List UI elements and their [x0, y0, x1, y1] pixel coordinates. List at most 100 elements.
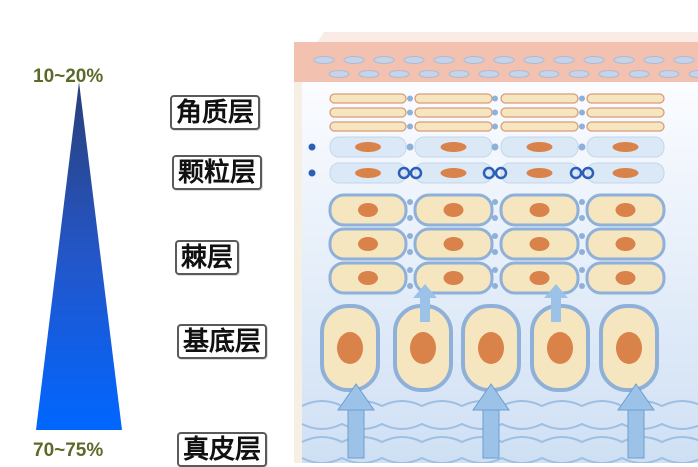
stratum-spinosum-layer	[328, 193, 666, 295]
basal-nucleus	[410, 332, 436, 364]
corneum-lamella	[500, 121, 579, 132]
granule-ring	[569, 166, 583, 180]
surface-dot	[553, 56, 575, 64]
surface-dot	[583, 56, 605, 64]
granular-nucleus	[612, 142, 639, 152]
nutrient-arrow-head	[617, 383, 655, 411]
corneum-lamella	[500, 107, 579, 118]
granular-nucleus	[355, 168, 381, 178]
surface-dot	[523, 56, 545, 64]
layer-label-stratum-basale: 基底层	[177, 324, 268, 359]
layer-label-stratum-corneum: 角质层	[170, 95, 261, 130]
surface-dot	[328, 70, 350, 78]
granule-ring	[409, 166, 423, 180]
percentage-bottom-label: 70~75%	[33, 440, 104, 461]
granular-nucleus	[612, 168, 639, 178]
spinous-nucleus	[615, 271, 636, 285]
layer-label-dermis: 真皮层	[177, 432, 268, 467]
intercellular-dot	[492, 267, 498, 273]
dermis-layer	[301, 383, 698, 463]
surface-dot	[568, 70, 590, 78]
spinous-nucleus	[529, 203, 550, 217]
intercellular-dot	[578, 143, 586, 151]
spinous-nucleus	[615, 203, 636, 217]
intercellular-dot	[407, 283, 413, 289]
surface-dots	[313, 56, 698, 78]
corneum-lamella	[414, 121, 493, 132]
intercellular-dot	[406, 143, 414, 151]
spinous-nucleus	[358, 203, 378, 217]
surface-dot	[508, 70, 530, 78]
intercellular-dot	[407, 109, 413, 116]
basal-nucleus	[478, 332, 504, 364]
corneum-lamella	[414, 107, 493, 118]
nutrient-arrow-head	[472, 383, 510, 411]
granular-nucleus	[526, 168, 553, 178]
surface-dot	[418, 70, 440, 78]
stratum-basale-layer	[320, 284, 659, 392]
migration-arrow-shaft	[551, 296, 561, 322]
surface-dot	[493, 56, 515, 64]
granule-ring	[482, 166, 496, 180]
surface-dot	[478, 70, 500, 78]
spinous-nucleus	[358, 237, 378, 251]
layer-label-stratum-granulosum: 颗粒层	[172, 155, 263, 190]
intercellular-dot	[407, 123, 413, 130]
surface-dot	[358, 70, 380, 78]
surface-dot	[448, 70, 470, 78]
corneum-lamella	[329, 121, 407, 132]
intercellular-dot	[579, 199, 585, 205]
intercellular-dot	[492, 95, 498, 102]
surface-dot	[673, 56, 695, 64]
percentage-top-label: 10~20%	[33, 66, 104, 87]
spinous-nucleus	[443, 237, 464, 251]
corneum-lamella	[586, 107, 665, 118]
intercellular-dot	[579, 109, 585, 116]
granule-ring	[581, 166, 595, 180]
basal-nucleus	[616, 332, 642, 364]
migration-arrow-head	[413, 284, 437, 298]
surface-dot	[343, 56, 365, 64]
stratum-granulosum-layer	[308, 136, 665, 184]
layer-label-stratum-spinosum: 棘层	[175, 240, 240, 275]
intercellular-dot	[407, 267, 413, 273]
corneum-lamella	[500, 93, 579, 104]
granular-nucleus	[440, 168, 467, 178]
intercellular-dot	[407, 95, 413, 102]
granule-ring	[494, 166, 508, 180]
nutrient-arrow-shaft	[347, 407, 365, 459]
spinous-nucleus	[443, 203, 464, 217]
corneum-lamella	[586, 121, 665, 132]
migration-arrow-shaft	[420, 296, 430, 322]
surface-dot	[658, 70, 680, 78]
intercellular-dot	[492, 199, 498, 205]
intercellular-dot	[492, 215, 498, 221]
intercellular-dot	[492, 283, 498, 289]
spinous-nucleus	[529, 237, 550, 251]
surface-dot	[373, 56, 395, 64]
intercellular-dot	[579, 233, 585, 239]
intercellular-dot	[579, 95, 585, 102]
granular-nucleus	[526, 142, 553, 152]
spinous-nucleus	[443, 271, 464, 285]
intercellular-dot	[407, 233, 413, 239]
corneum-lamella	[414, 93, 493, 104]
stratum-corneum-layer	[329, 93, 665, 132]
intercellular-dot	[579, 215, 585, 221]
spinous-nucleus	[358, 271, 378, 285]
spinous-nucleus	[529, 271, 550, 285]
surface-dot	[433, 56, 455, 64]
surface-dot	[598, 70, 620, 78]
granular-nucleus	[355, 142, 381, 152]
intercellular-dot	[492, 233, 498, 239]
surface-dot	[403, 56, 425, 64]
basal-nucleus	[337, 332, 363, 364]
surface-dot	[613, 56, 635, 64]
surface-dot	[643, 56, 665, 64]
skin-cross-section-diagram	[294, 32, 698, 463]
intercellular-dot	[579, 249, 585, 255]
intercellular-dot	[492, 249, 498, 255]
intercellular-dot	[407, 249, 413, 255]
nutrient-arrow-head	[337, 383, 375, 411]
intercellular-dot	[491, 143, 499, 151]
